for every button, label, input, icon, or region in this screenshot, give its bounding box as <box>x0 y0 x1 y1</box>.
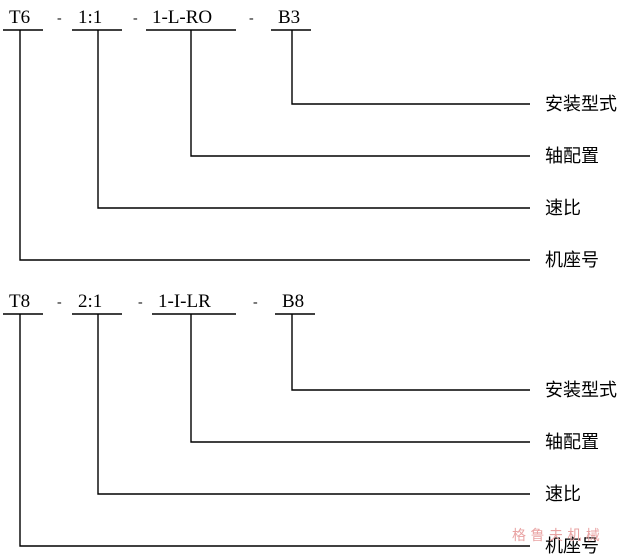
label-mounting-type: 安装型式 <box>545 380 617 401</box>
leader-frame-size <box>19 30 530 261</box>
label-frame-size: 机座号 <box>545 250 599 271</box>
leader-ratio <box>97 314 530 495</box>
leader-mounting <box>291 314 530 391</box>
code-frame-size: T8 <box>9 291 30 312</box>
separator: - <box>253 295 258 310</box>
leader-frame-size <box>19 314 530 547</box>
separator: - <box>133 11 138 26</box>
code-shaft-config: 1-I-LR <box>158 291 211 312</box>
leader-shaft-config <box>190 314 530 443</box>
watermark: 格 鲁 夫 机 械 <box>512 528 600 544</box>
label-speed-ratio: 速比 <box>545 198 581 219</box>
leader-ratio <box>97 30 530 209</box>
code-ratio: 2:1 <box>78 291 102 312</box>
code-block-1: T6 - 1:1 - 1-L-RO - B3 安装型式 轴配置 速比 机座号 <box>3 7 617 271</box>
separator: - <box>138 295 143 310</box>
leader-mounting <box>291 30 530 105</box>
separator: - <box>57 11 62 26</box>
code-block-2: T8 - 2:1 - 1-I-LR - B8 安装型式 轴配置 速比 机座号 <box>3 291 617 557</box>
leader-shaft-config <box>190 30 530 157</box>
label-mounting-type: 安装型式 <box>545 94 617 115</box>
code-frame-size: T6 <box>9 7 30 28</box>
separator: - <box>249 11 254 26</box>
label-frame-size: 机座号 <box>545 536 599 557</box>
label-shaft-config: 轴配置 <box>545 146 599 167</box>
code-mounting: B3 <box>278 7 300 28</box>
label-speed-ratio: 速比 <box>545 484 581 505</box>
code-mounting: B8 <box>282 291 304 312</box>
label-shaft-config: 轴配置 <box>545 432 599 453</box>
code-ratio: 1:1 <box>78 7 102 28</box>
separator: - <box>57 295 62 310</box>
code-shaft-config: 1-L-RO <box>152 7 212 28</box>
